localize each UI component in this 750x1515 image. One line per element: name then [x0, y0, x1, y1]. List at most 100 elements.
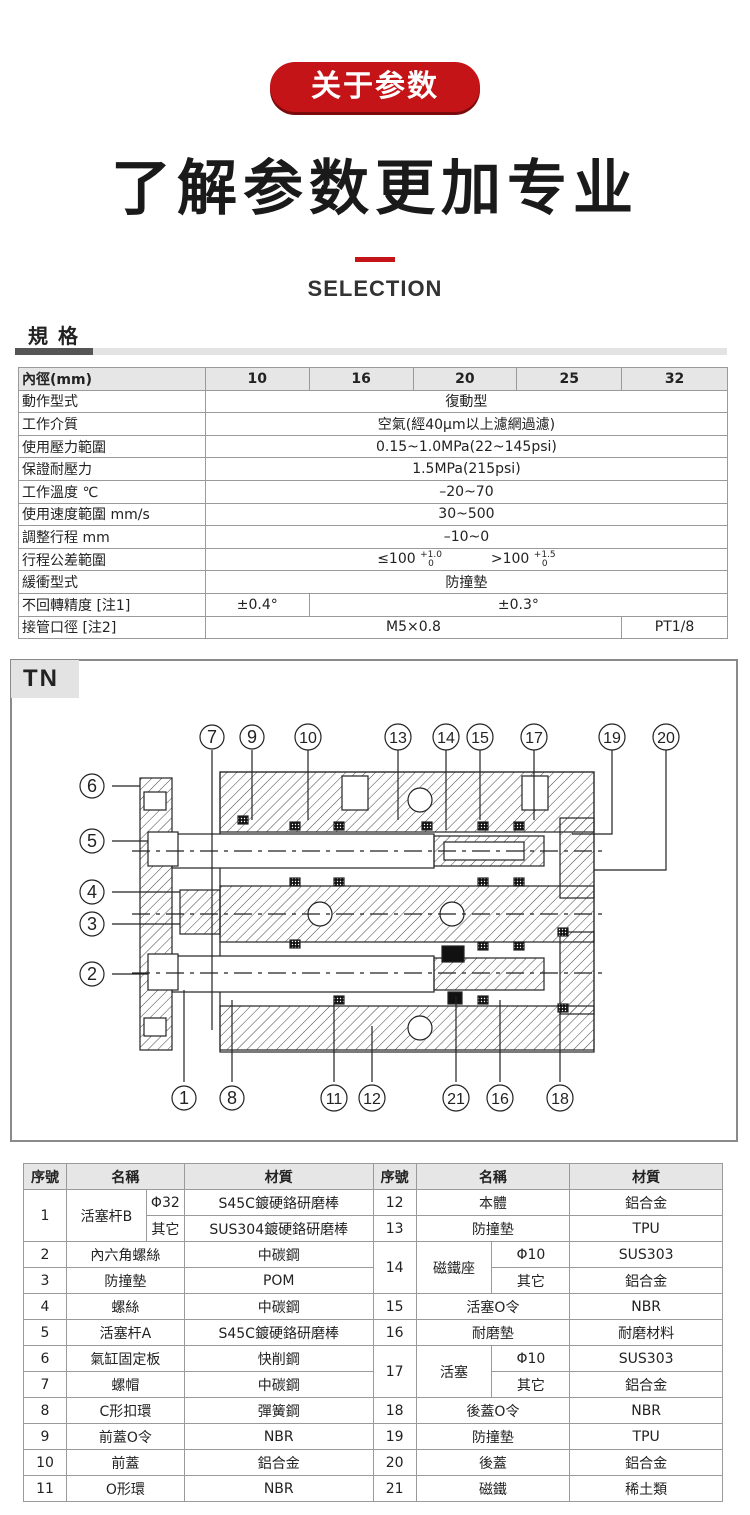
- part-material: SUS303: [569, 1345, 723, 1372]
- callout-5: 5: [79, 828, 105, 854]
- part-name: 活塞杆B: [65, 1189, 147, 1242]
- svg-text:17: 17: [525, 730, 543, 747]
- callout-10: 10: [294, 723, 322, 751]
- part-material: 鋁合金: [569, 1449, 723, 1476]
- parts-head-name: 名稱: [65, 1163, 185, 1190]
- svg-text:5: 5: [87, 831, 97, 851]
- callout-20: 20: [652, 723, 680, 751]
- spec-label: 緩衝型式: [18, 570, 206, 594]
- parts-row: 3 防撞墊 POM 其它 鋁合金: [23, 1267, 723, 1294]
- parts-head-name-2: 名稱: [415, 1163, 571, 1190]
- svg-text:6: 6: [87, 776, 97, 796]
- part-material: S45C鍍硬鉻研磨棒: [183, 1319, 374, 1346]
- spec-value: ±0.4°: [204, 592, 310, 617]
- callout-8: 8: [219, 1085, 245, 1111]
- callout-9: 9: [239, 724, 265, 750]
- tol-right: >100: [490, 550, 530, 567]
- svg-text:3: 3: [87, 914, 97, 934]
- spec-label: 接管口徑 [注2]: [18, 615, 206, 640]
- svg-text:13: 13: [389, 730, 407, 747]
- spec-value: –20~70: [204, 479, 729, 504]
- part-variant: Φ10: [491, 1345, 571, 1372]
- part-material: NBR: [569, 1397, 723, 1424]
- callout-2: 2: [79, 961, 105, 987]
- part-name: 內六角螺絲: [65, 1241, 185, 1268]
- part-material: 稀土類: [569, 1475, 723, 1502]
- spec-head-20: 20: [412, 367, 518, 391]
- callout-15: 15: [466, 723, 494, 751]
- part-name: 本體: [415, 1189, 571, 1216]
- part-material: 鋁合金: [569, 1267, 723, 1294]
- parts-row: 1 活塞杆B Φ32 S45C鍍硬鉻研磨棒 12 本體 鋁合金: [23, 1189, 723, 1242]
- spec-head-bore: 內徑(mm): [18, 367, 206, 391]
- parts-row: 11 O形環 NBR 21 磁鐵 稀土類: [23, 1475, 723, 1502]
- svg-text:1: 1: [179, 1088, 189, 1108]
- parts-head-no: 序號: [23, 1163, 67, 1190]
- spec-head-16: 16: [308, 367, 414, 391]
- callout-21: 21: [442, 1084, 470, 1112]
- part-material: 中碳鋼: [183, 1371, 374, 1398]
- part-material: S45C鍍硬鉻研磨棒: [183, 1189, 374, 1216]
- part-no: 19: [372, 1423, 417, 1450]
- part-name: 螺絲: [65, 1293, 185, 1320]
- spec-row: 動作型式復動型: [18, 389, 729, 414]
- part-no: 13: [372, 1215, 417, 1242]
- part-name: 前蓋O令: [65, 1423, 185, 1450]
- part-name: 防撞墊: [65, 1267, 185, 1294]
- svg-text:10: 10: [299, 730, 317, 747]
- tol-left-down: 0: [428, 558, 434, 569]
- part-no: 7: [23, 1371, 67, 1398]
- svg-text:4: 4: [87, 882, 97, 902]
- spec-label: 動作型式: [18, 389, 206, 414]
- part-no: 17: [372, 1345, 417, 1398]
- spec-label: 使用速度範圍 mm/s: [18, 502, 206, 527]
- callout-14: 14: [432, 723, 460, 751]
- part-no: 21: [372, 1475, 417, 1502]
- parts-table: 序號 名稱 材質 序號 名稱 材質 1 活塞杆B Φ32 S45C鍍硬鉻研磨棒 …: [23, 1163, 723, 1502]
- spec-head-10: 10: [204, 367, 310, 391]
- part-variant: 其它: [491, 1371, 571, 1398]
- part-material: 快削鋼: [183, 1345, 374, 1372]
- svg-text:21: 21: [447, 1091, 465, 1108]
- parts-head-no-2: 序號: [372, 1163, 417, 1190]
- svg-text:19: 19: [603, 730, 621, 747]
- part-name: 活塞: [415, 1345, 493, 1398]
- part-no: 18: [372, 1397, 417, 1424]
- spec-row: 不回轉精度 [注1]±0.4°±0.3°: [18, 592, 729, 617]
- spec-label: 調整行程 mm: [18, 525, 206, 549]
- spec-row: 緩衝型式防撞墊: [18, 570, 729, 594]
- part-material: 中碳鋼: [183, 1293, 374, 1320]
- part-no: 8: [23, 1397, 67, 1424]
- part-material: NBR: [569, 1293, 723, 1320]
- svg-text:8: 8: [227, 1088, 237, 1108]
- svg-text:18: 18: [551, 1091, 569, 1108]
- spec-title: 規格: [28, 324, 88, 348]
- part-no: 15: [372, 1293, 417, 1320]
- spec-head-32: 32: [621, 367, 728, 391]
- part-name: 後蓋: [415, 1449, 571, 1476]
- part-no: 10: [23, 1449, 67, 1476]
- parts-row: 8 C形扣環 彈簧鋼 18 後蓋O令 NBR: [23, 1397, 723, 1424]
- part-name: 活塞O令: [415, 1293, 571, 1320]
- callout-1: 1: [171, 1085, 197, 1111]
- spec-table: 內徑(mm) 10 16 20 25 32 動作型式復動型 工作介質空氣(經40…: [18, 367, 729, 640]
- spec-value: 空氣(經40μm以上濾網過濾): [204, 412, 729, 436]
- spec-value: ±0.3°: [308, 592, 729, 617]
- spec-head-25: 25: [516, 367, 623, 391]
- parts-row: 10 前蓋 鋁合金 20 後蓋 鋁合金: [23, 1449, 723, 1476]
- spec-label: 不回轉精度 [注1]: [18, 592, 206, 617]
- part-variant: 其它: [145, 1215, 185, 1242]
- part-material: 鋁合金: [569, 1371, 723, 1398]
- parts-row: 9 前蓋O令 NBR 19 防撞墊 TPU: [23, 1423, 723, 1450]
- spec-rule: [15, 348, 727, 355]
- diagram-frame: [10, 659, 738, 1142]
- spec-value: 1.5MPa(215psi): [204, 457, 729, 481]
- callout-6: 6: [79, 773, 105, 799]
- page-headline: 了解参数更加专业: [111, 154, 639, 224]
- part-no: 9: [23, 1423, 67, 1450]
- svg-text:11: 11: [326, 1091, 343, 1108]
